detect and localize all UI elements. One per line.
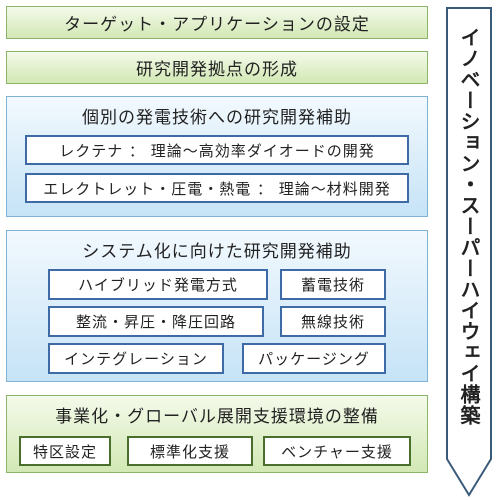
down-arrow-icon (446, 7, 492, 497)
storage-tech-box: 蓄電技術 (280, 269, 386, 300)
special-zone-box: 特区設定 (19, 436, 111, 466)
individual-tech-title: 個別の発電技術への研究開発補助 (82, 108, 352, 128)
special-zone-label: 特区設定 (32, 442, 97, 461)
individual-tech-panel: 個別の発電技術への研究開発補助 レクテナ ： 理論～高効率ダイオードの開発 エレ… (6, 96, 428, 217)
integration-box: インテグレーション (48, 343, 224, 374)
target-application-bar: ターゲット・アプリケーションの設定 (6, 6, 428, 39)
standardization-label: 標準化支援 (149, 442, 230, 461)
system-panel: システム化に向けた研究開発補助 ハイブリッド発電方式 蓄電技術 整流・昇圧・降圧… (6, 230, 428, 382)
integration-label: インテグレーション (64, 350, 208, 368)
business-panel-title: 事業化・グローバル展開支援環境の整備 (55, 407, 379, 427)
storage-tech-label: 蓄電技術 (300, 276, 365, 294)
electret-box: エレクトレット・圧電・熱電 ： 理論～材料開発 (25, 173, 409, 203)
hybrid-generation-box: ハイブリッド発電方式 (48, 269, 268, 300)
business-panel: 事業化・グローバル展開支援環境の整備 特区設定 標準化支援 ベンチャー支援 (6, 395, 428, 473)
hybrid-generation-label: ハイブリッド発電方式 (78, 276, 238, 294)
rd-base-label: 研究開発拠点の形成 (136, 60, 298, 80)
venture-support-label: ベンチャー支援 (281, 442, 393, 461)
target-application-label: ターゲット・アプリケーションの設定 (64, 15, 370, 35)
packaging-box: パッケージング (242, 343, 386, 374)
rectenna-label: レクテナ ： 理論～高効率ダイオードの開発 (59, 141, 375, 160)
innovation-highway-label: イノベーション・スーパーハイウェイ構築 (457, 27, 481, 426)
standardization-box: 標準化支援 (127, 436, 253, 466)
system-panel-title: システム化に向けた研究開発補助 (82, 242, 352, 262)
rd-base-bar: 研究開発拠点の形成 (6, 51, 428, 84)
wireless-tech-box: 無線技術 (280, 306, 386, 337)
venture-support-box: ベンチャー支援 (263, 436, 411, 466)
rectenna-box: レクテナ ： 理論～高効率ダイオードの開発 (25, 135, 409, 165)
rectifier-circuit-label: 整流・昇圧・降圧回路 (75, 313, 236, 331)
electret-label: エレクトレット・圧電・熱電 ： 理論～材料開発 (43, 179, 391, 198)
rectifier-circuit-box: 整流・昇圧・降圧回路 (48, 306, 264, 337)
packaging-label: パッケージング (258, 350, 370, 368)
innovation-highway-arrow: イノベーション・スーパーハイウェイ構築 (446, 7, 492, 497)
wireless-tech-label: 無線技術 (300, 313, 365, 331)
